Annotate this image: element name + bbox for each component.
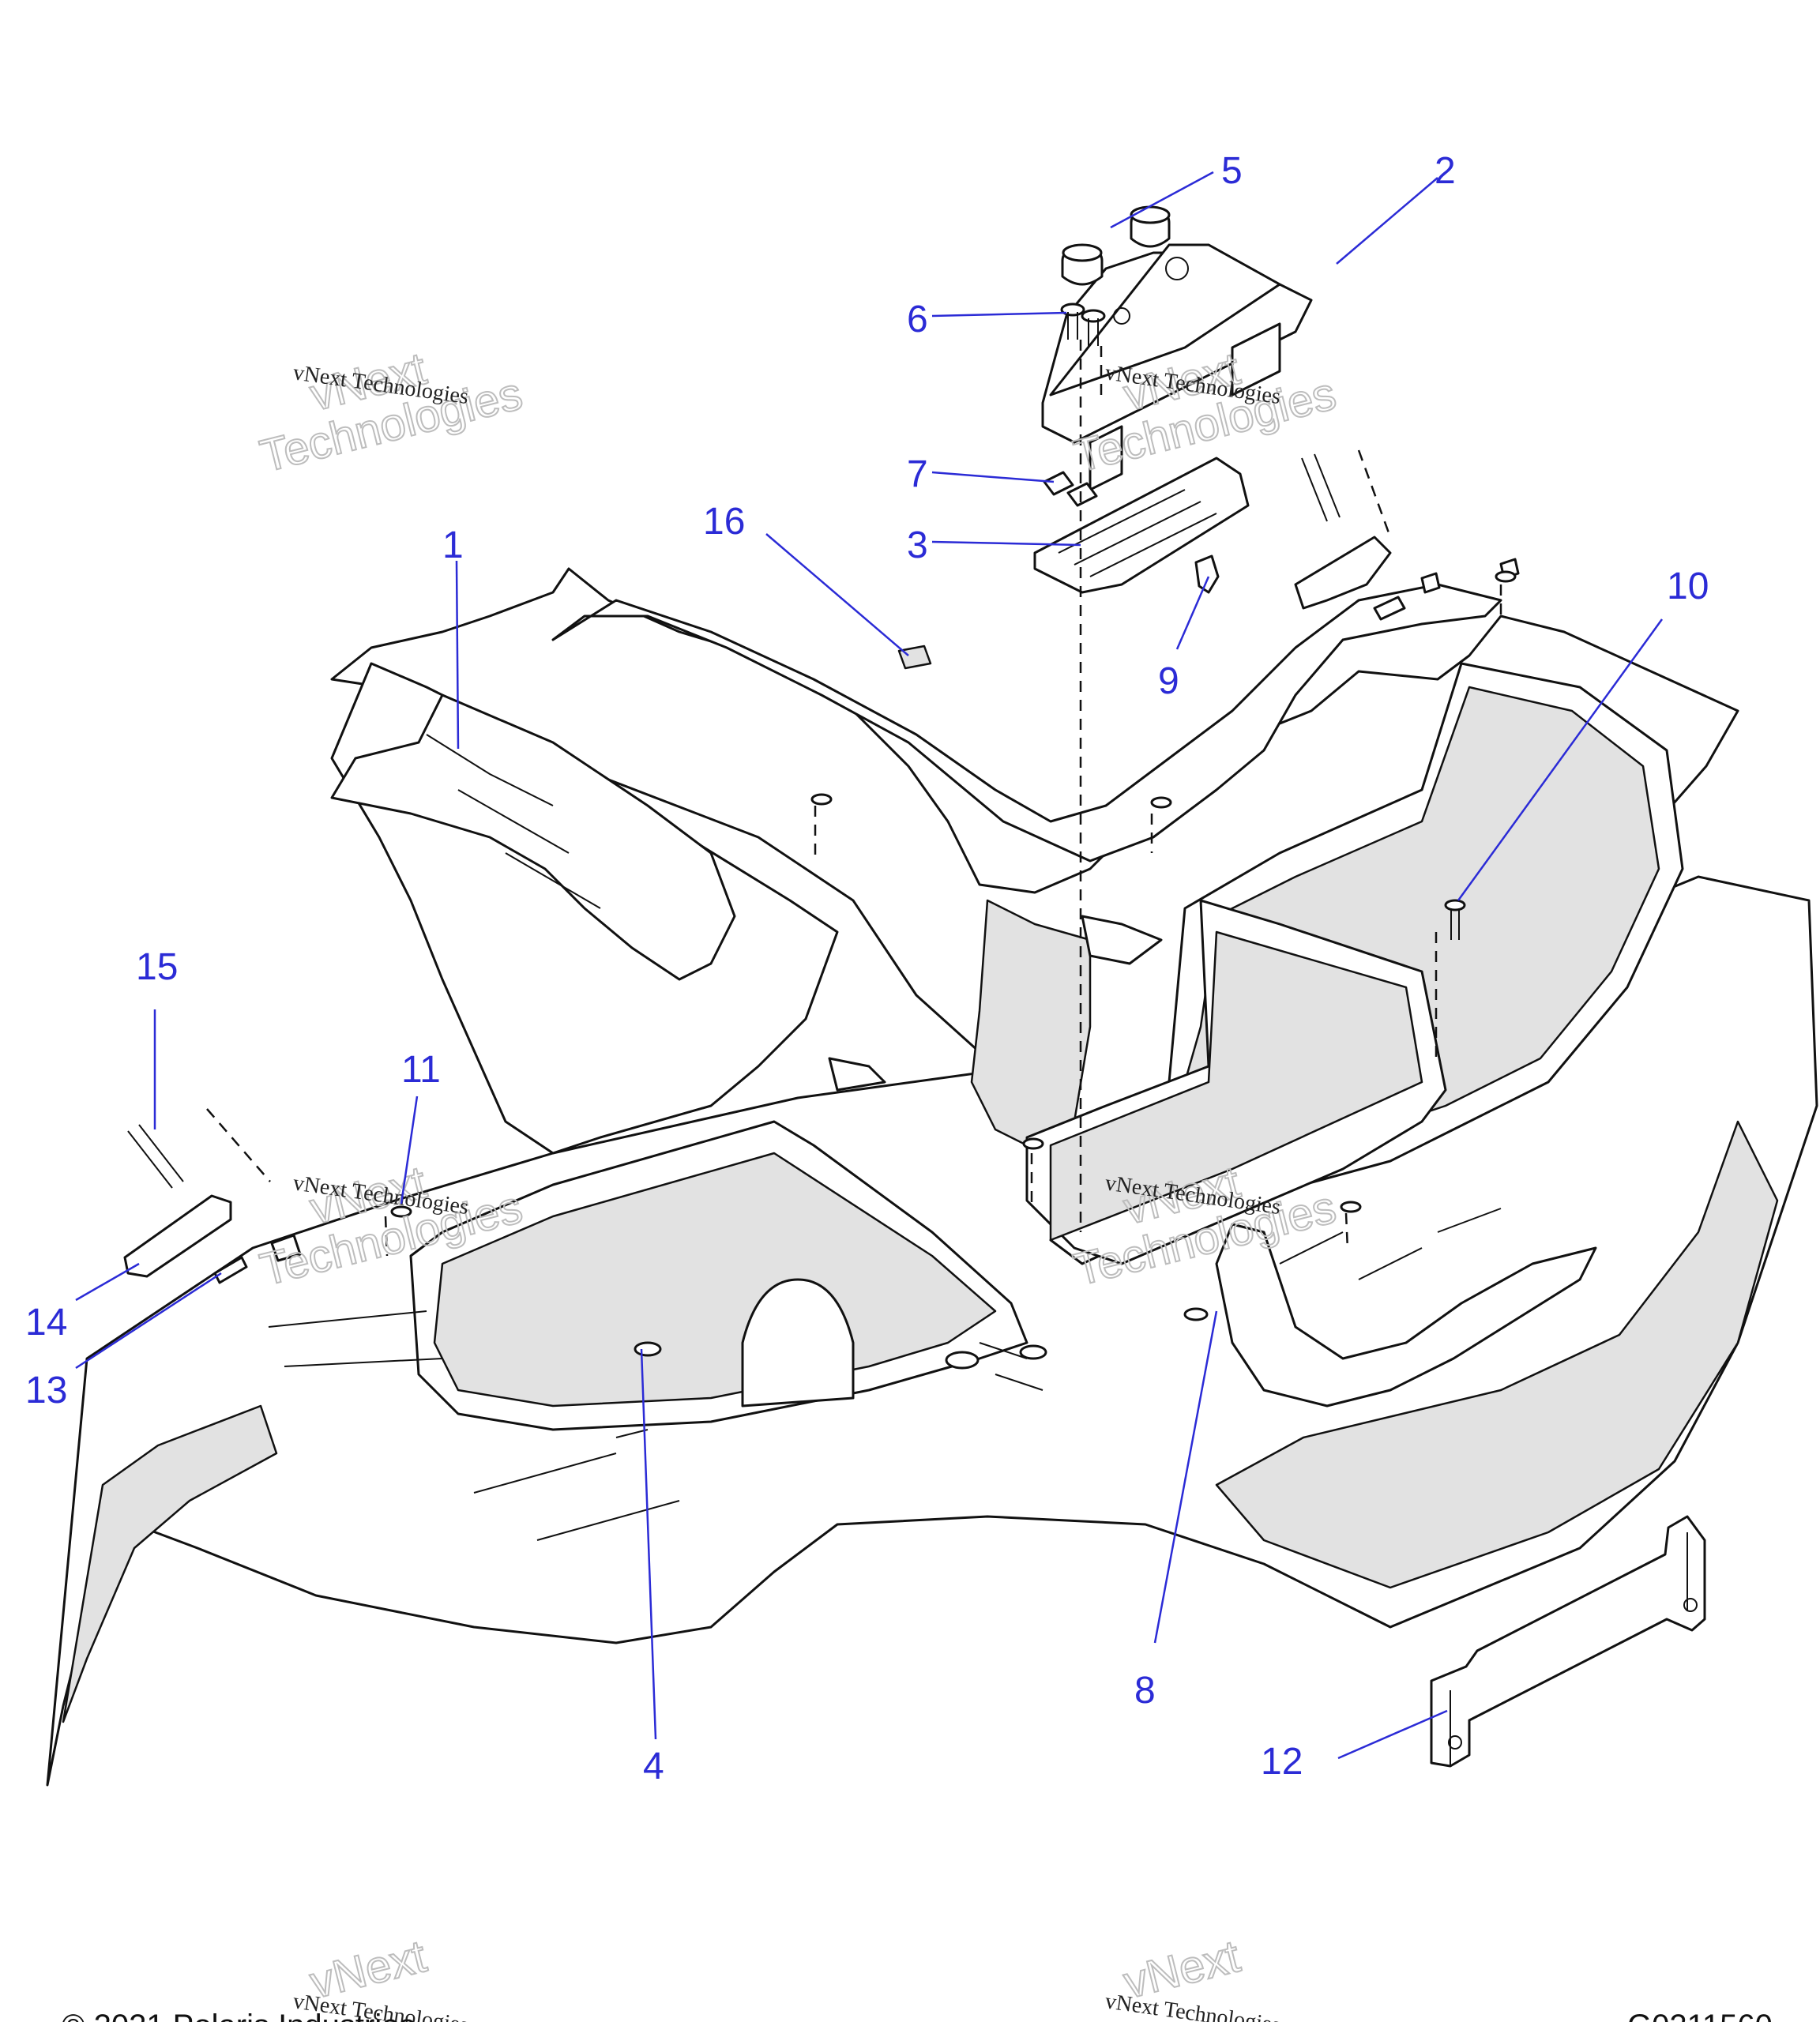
part-12-support-bracket — [1430, 1515, 1706, 1768]
callout-7: 7 — [907, 453, 928, 495]
callout-3: 3 — [907, 524, 928, 566]
callout-2: 2 — [1435, 150, 1456, 192]
part-3-plate — [1033, 457, 1250, 594]
footer: © 2021 Polaris Industries G0211560 — [62, 2009, 1773, 2022]
callout-10: 10 — [1667, 566, 1709, 607]
callout-9: 9 — [1158, 660, 1179, 702]
callout-11: 11 — [401, 1049, 441, 1091]
diagram-code: G0211560 — [1627, 2009, 1773, 2022]
callout-12: 12 — [1261, 1741, 1303, 1783]
callout-6: 6 — [907, 299, 928, 340]
left-latch-parts — [123, 1124, 412, 1284]
callout-1: 1 — [442, 524, 464, 566]
fasteners — [634, 570, 1517, 1370]
part-7-clips — [1043, 471, 1098, 507]
callout-16: 16 — [703, 501, 745, 543]
rear-cab-body — [46, 567, 1818, 1787]
callout-14: 14 — [25, 1302, 67, 1344]
part-16-label — [897, 645, 932, 670]
assembly-lines — [206, 340, 1502, 1257]
callout-8: 8 — [1134, 1670, 1156, 1712]
callout-5: 5 — [1221, 150, 1243, 192]
watermark-small: vNext Technologies — [1104, 1989, 1282, 2022]
part-2-mount-bracket — [1041, 243, 1313, 491]
part-9-push-clip — [1194, 554, 1220, 594]
callout-13: 13 — [25, 1370, 67, 1411]
copyright-text: © 2021 Polaris Industries — [62, 2009, 415, 2022]
callout-15: 15 — [136, 946, 178, 988]
part-6-screws — [1060, 303, 1106, 346]
callouts: 1 2 3 4 5 6 7 8 9 10 11 12 13 — [25, 150, 1709, 1787]
callout-4: 4 — [643, 1746, 664, 1787]
